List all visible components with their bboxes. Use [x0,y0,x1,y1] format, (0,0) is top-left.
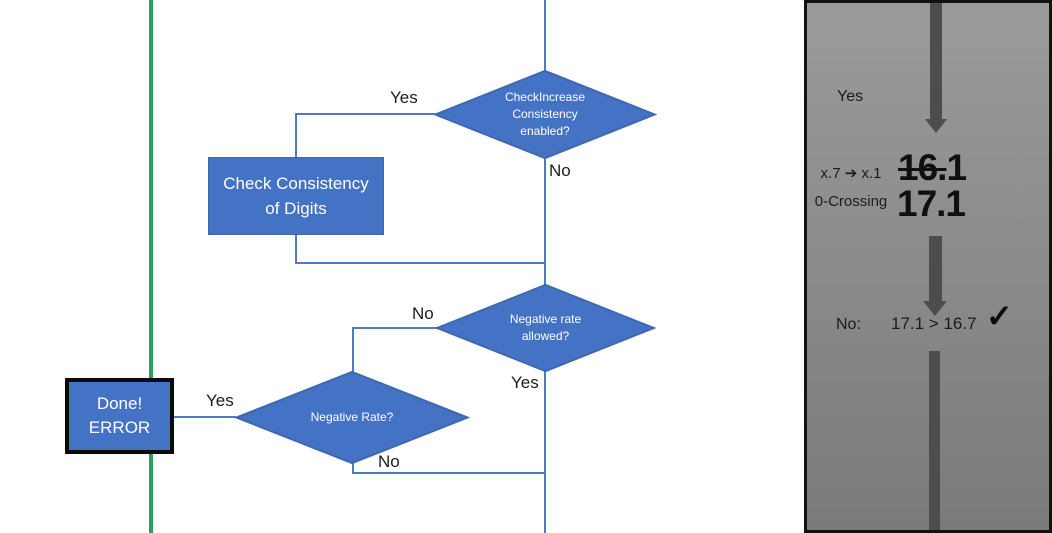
connector-check-box-right [295,262,546,264]
decision-line: Negative rate [509,312,582,326]
terminal-line: Done! [96,394,143,413]
diamond-shape [433,70,657,159]
decision-negallowed-text: Negative rate allowed? [435,284,656,372]
new-value: 17.1 [897,183,966,224]
green-divider-line [149,0,153,533]
comparison-text: 17.1 > 16.7 [891,314,977,333]
transition-rule-line: x.7 ➔ x.1 [820,165,882,182]
decision-checkincrease-consistency: CheckIncrease Consistency enabled? [433,70,657,159]
connector-negrate-no-h [352,472,546,474]
transition-rule-text: x.7 ➔ x.1 0-Crossing [807,160,895,216]
connector-negallowed-no-h [352,327,438,329]
down-arrow-2-head [923,301,947,316]
transition-name-line: 0-Crossing [814,193,888,210]
process-check-consistency-box: Check Consistency of Digits [208,157,384,235]
label-consistency-no: No [549,161,571,180]
terminal-done-error-box: Done! ERROR [65,378,174,454]
down-arrow-1-head [925,119,947,133]
down-arrow-2-shaft [929,236,942,301]
decision-line: allowed? [521,329,570,343]
connector-check-box-down [295,234,297,264]
result-no-label: No: [836,316,861,333]
decision-line: enabled? [520,124,570,138]
connector-negrate-no-v [352,462,354,474]
connector-consistency-yes-v [295,113,297,158]
connector-top-into-consistency [544,0,546,71]
label-negrate-yes: Yes [206,391,234,410]
connector-negrate-yes-h [172,416,236,418]
label-negallowed-yes: Yes [511,373,539,392]
process-line: of Digits [265,199,327,218]
decision-negrate-text: Negative Rate? [234,371,470,464]
diamond-shape [435,284,656,372]
connector-negallowed-yes-v [544,370,546,533]
label-consistency-yes: Yes [390,88,418,107]
old-value: 16.1 [898,147,967,188]
connector-consistency-no-v [544,157,546,285]
decision-line: Negative Rate? [310,410,394,424]
process-line: Check Consistency [223,174,369,193]
panel-yes-label: Yes [837,88,864,105]
check-icon: ✓ [986,298,1013,334]
decision-checkincrease-text: CheckIncrease Consistency enabled? [433,70,657,159]
terminal-line: ERROR [88,418,151,437]
connector-consistency-yes-h [295,113,435,115]
down-arrow-3-shaft [929,351,940,530]
old-value-struck: 16. [898,147,947,188]
decision-line: CheckIncrease [504,90,586,104]
old-value-rest: 1 [946,147,967,188]
decision-line: Consistency [512,107,578,121]
decision-negative-rate: Negative Rate? [234,371,470,464]
diamond-shape [234,371,470,464]
label-negrate-no: No [378,452,400,471]
connector-negallowed-no-v [352,327,354,373]
decision-negative-rate-allowed: Negative rate allowed? [435,284,656,372]
down-arrow-1-shaft [930,3,942,119]
label-negallowed-no: No [412,304,434,323]
side-panel: Yes x.7 ➔ x.1 0-Crossing 16.1 17.1 No: 1… [804,0,1052,533]
